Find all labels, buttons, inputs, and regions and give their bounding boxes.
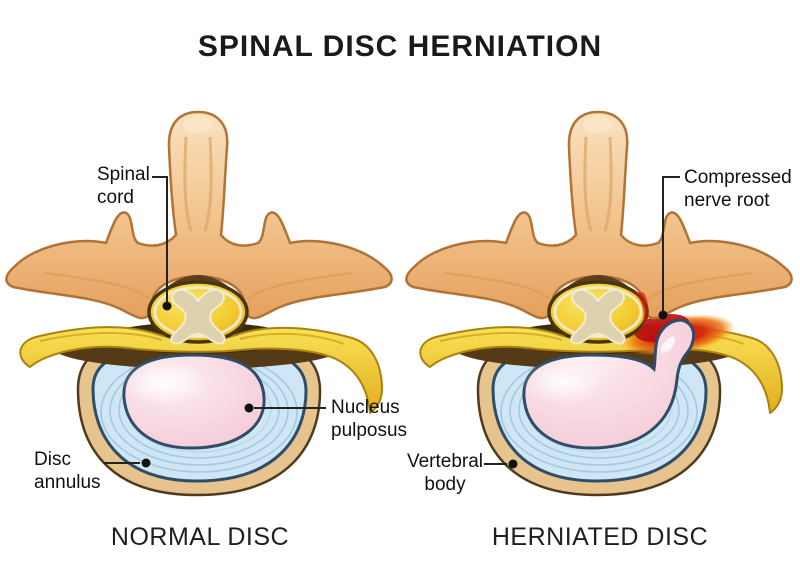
nucleus-highlight <box>521 361 605 405</box>
leader-disc-annulus <box>104 458 151 468</box>
caption-normal-disc: NORMAL DISC <box>110 523 290 551</box>
label-disc-annulus: Disc annulus <box>34 449 101 494</box>
cord-irritation <box>632 291 649 335</box>
leader-spinal-cord <box>152 176 172 311</box>
label-compressed-nerve-root: Compressed nerve root <box>684 167 792 212</box>
page-title: SPINAL DISC HERNIATION <box>197 30 603 63</box>
leader-compressed-nerve-root <box>658 176 680 320</box>
normal-disc-illustration <box>4 110 394 497</box>
spinal-cord-drawing <box>147 280 249 346</box>
leader-vertebral-body <box>484 459 518 469</box>
label-spinal-cord: Spinal cord <box>97 164 150 209</box>
label-nucleus-pulposus: Nucleus pulposus <box>331 397 408 442</box>
herniated-disc-illustration <box>404 110 794 497</box>
label-vertebral-body: Vertebral body <box>406 451 484 496</box>
protrusion-highlight <box>660 336 676 354</box>
caption-herniated-disc: HERNIATED DISC <box>491 523 709 551</box>
spinal-cord-drawing <box>547 280 649 346</box>
nucleus-highlight <box>121 361 205 405</box>
leader-nucleus-pulposus <box>244 403 326 413</box>
herniated-nucleus-shape <box>522 318 695 450</box>
